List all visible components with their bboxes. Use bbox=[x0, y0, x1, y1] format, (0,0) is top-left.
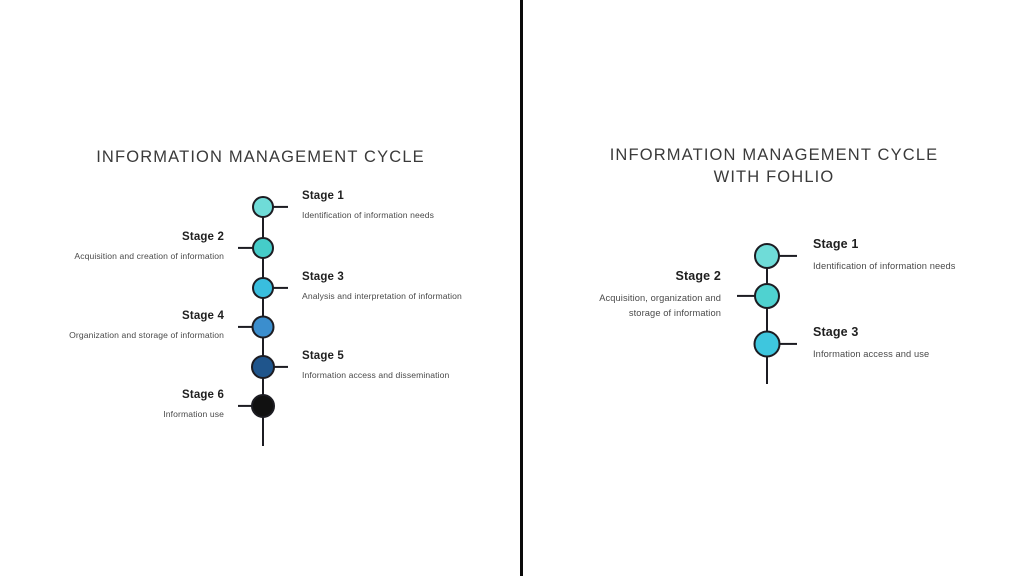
stage-block-1: Stage 1 Identification of information nee… bbox=[813, 237, 965, 274]
stage-title-4: Stage 4 bbox=[182, 310, 224, 322]
stage-title-5: Stage 5 bbox=[302, 350, 344, 362]
stage-description-4: Organization and storage of information bbox=[69, 330, 224, 340]
right-timeline: Stage 1 Identification of information nee… bbox=[524, 0, 1024, 576]
panel-divider bbox=[520, 0, 523, 576]
left-panel: Information Management Cycle Stage 1 Iden… bbox=[46, 148, 480, 446]
right-panel: Information Management Cycle with Fohlio… bbox=[524, 0, 1024, 576]
stage-block-5: Stage 5 Information access and disseminat… bbox=[302, 350, 480, 382]
stage-title-2: Stage 2 bbox=[182, 231, 224, 243]
left-panel-title: Information Management Cycle bbox=[96, 148, 425, 166]
timeline-node-2-dot[interactable] bbox=[252, 237, 274, 259]
timeline-connector-2 bbox=[737, 294, 767, 298]
stage-block-3: Stage 3 Information access and use bbox=[813, 325, 965, 362]
timeline-connector-5 bbox=[263, 365, 288, 369]
timeline-node-2-dot[interactable] bbox=[754, 283, 780, 309]
stage-block-4: Stage 4 Organization and storage of infor… bbox=[46, 310, 224, 342]
timeline-connector-1 bbox=[767, 254, 797, 258]
stage-title-1: Stage 1 bbox=[813, 236, 859, 251]
stage-block-2: Stage 2 Acquisition, organization and sto… bbox=[569, 269, 721, 321]
right-panel-title: Information Management Cycle with Fohlio bbox=[609, 146, 939, 187]
left-timeline: Stage 1 Identification of information nee… bbox=[46, 190, 480, 446]
timeline-node-3-dot[interactable] bbox=[753, 330, 781, 358]
stage-description-3: Information access and use bbox=[813, 348, 930, 359]
stage-title-3: Stage 3 bbox=[813, 324, 859, 339]
timeline-connector-1 bbox=[263, 205, 288, 209]
stage-title-6: Stage 6 bbox=[182, 389, 224, 401]
timeline-connector-3 bbox=[767, 342, 797, 346]
stage-description-2: Acquisition, organization and storage of… bbox=[599, 293, 721, 318]
stage-block-3: Stage 3 Analysis and interpretation of in… bbox=[302, 271, 480, 303]
timeline-node-6-dot[interactable] bbox=[251, 394, 275, 418]
stage-block-6: Stage 6 Information use bbox=[46, 389, 224, 421]
timeline-node-1-dot[interactable] bbox=[754, 243, 780, 269]
stage-title-2: Stage 2 bbox=[675, 269, 721, 283]
timeline-connector-6 bbox=[238, 404, 263, 408]
timeline-node-4-dot[interactable] bbox=[251, 315, 275, 339]
stage-description-3: Analysis and interpretation of informati… bbox=[302, 291, 462, 301]
stage-description-6: Information use bbox=[163, 409, 224, 419]
stage-description-2: Acquisition and creation of information bbox=[74, 251, 224, 261]
stage-description-1: Identification of information needs bbox=[813, 260, 956, 271]
timeline-axis bbox=[765, 256, 769, 384]
stage-description-5: Information access and dissemination bbox=[302, 370, 450, 380]
timeline-node-1-dot[interactable] bbox=[252, 196, 274, 218]
stage-description-1: Identification of information needs bbox=[302, 210, 435, 220]
stage-block-1: Stage 1 Identification of information nee… bbox=[302, 190, 480, 222]
timeline-connector-3 bbox=[263, 286, 288, 290]
timeline-connector-2 bbox=[238, 246, 263, 250]
stage-title-1: Stage 1 bbox=[302, 190, 344, 202]
timeline-connector-4 bbox=[238, 325, 263, 329]
stage-title-3: Stage 3 bbox=[302, 271, 344, 283]
timeline-node-5-dot[interactable] bbox=[251, 355, 275, 379]
stage-block-2: Stage 2 Acquisition and creation of infor… bbox=[46, 231, 224, 263]
timeline-node-3-dot[interactable] bbox=[252, 277, 274, 299]
